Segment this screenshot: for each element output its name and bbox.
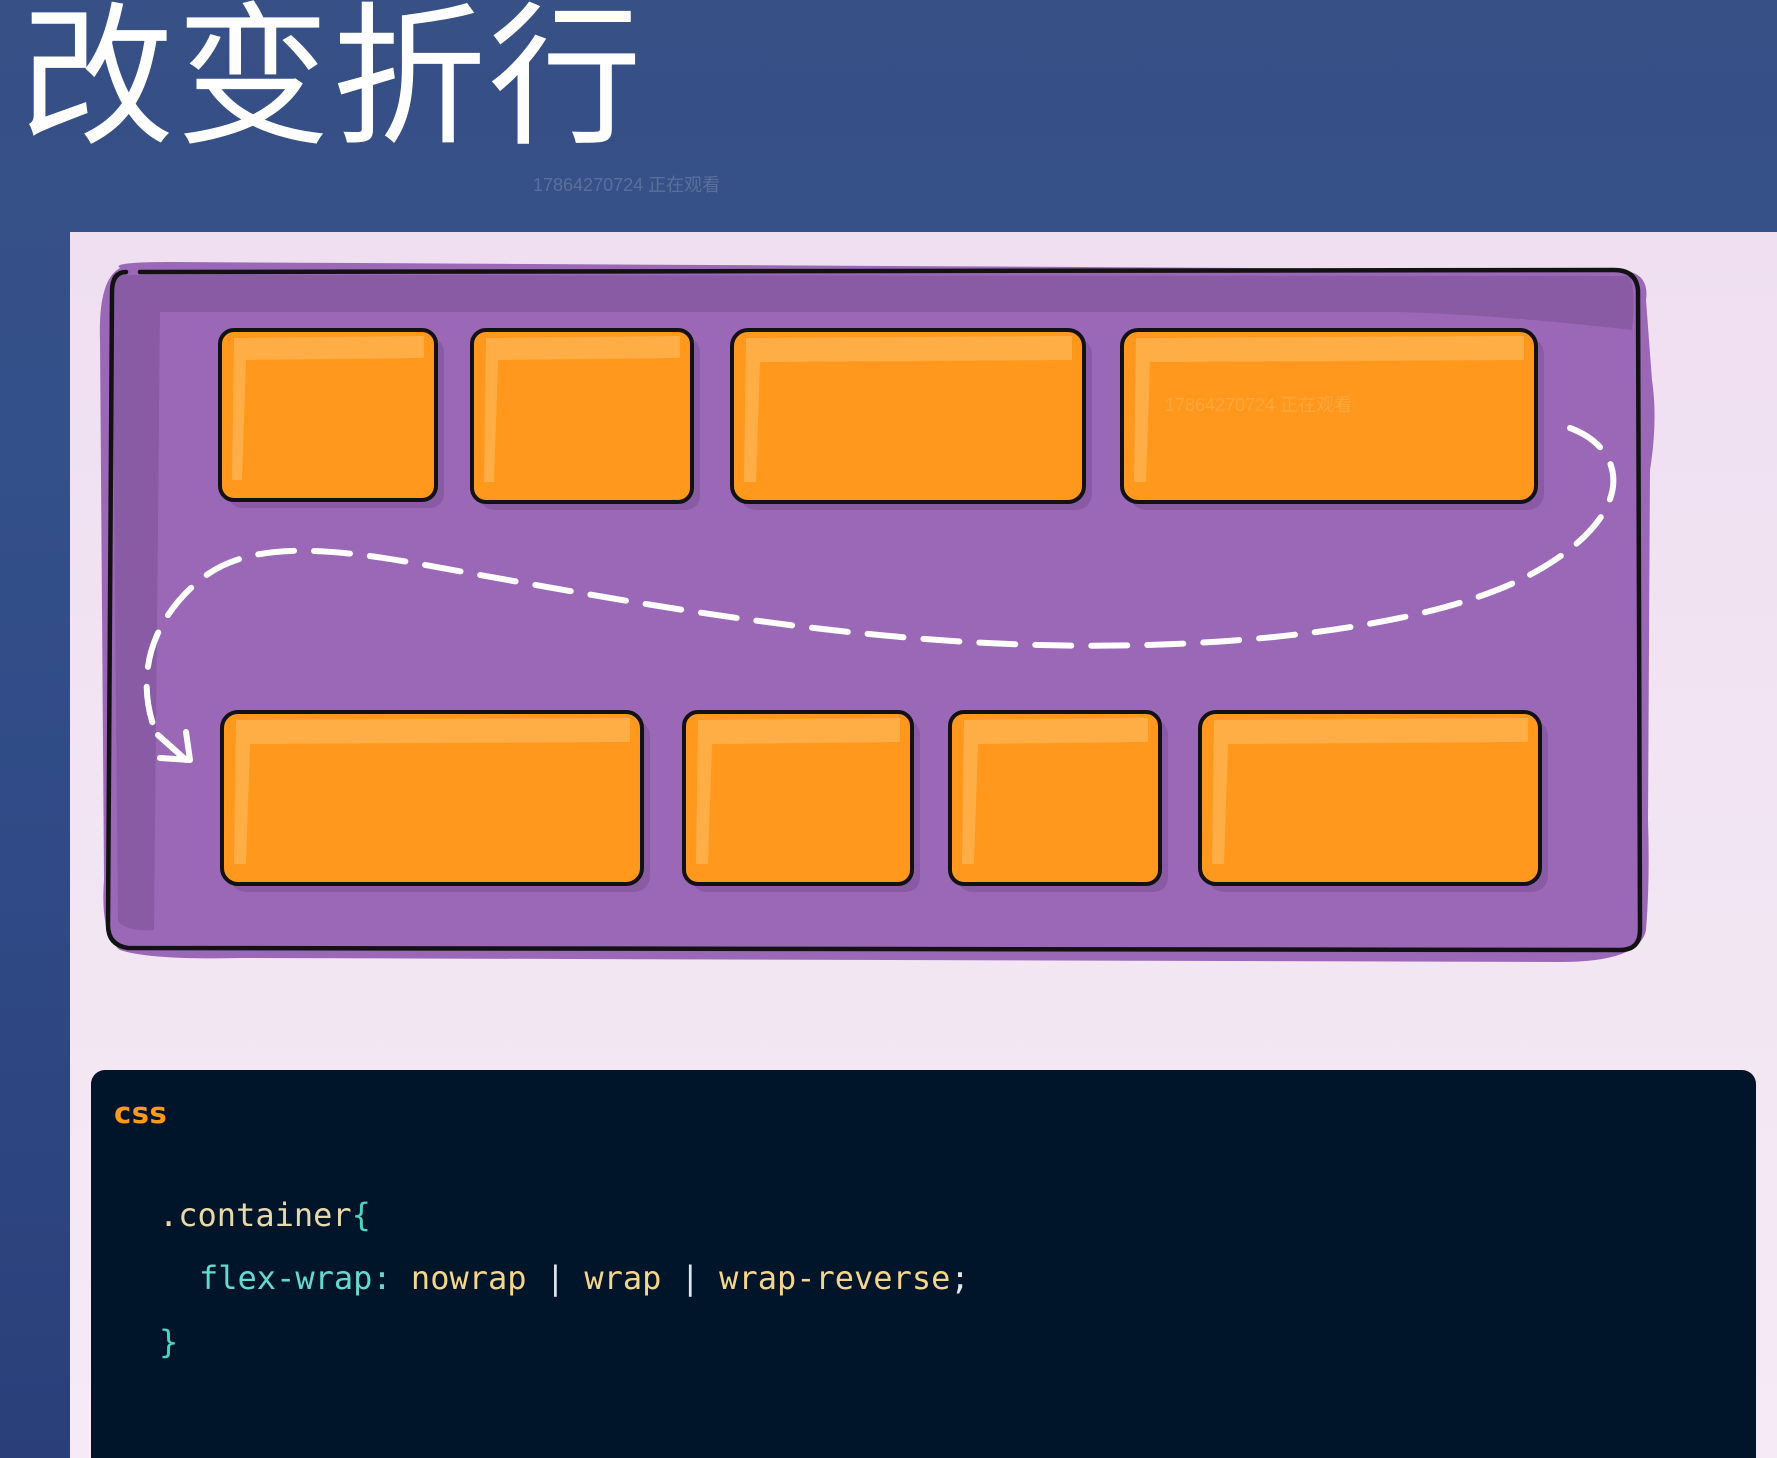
css-close-brace: } [159, 1323, 179, 1361]
flex-item [682, 710, 920, 892]
css-value: wrap-reverse [719, 1259, 951, 1297]
css-value: nowrap [410, 1259, 527, 1297]
flex-item [220, 710, 650, 892]
css-selector: .container [159, 1196, 352, 1234]
slide-title: 改变折行 [20, 0, 645, 168]
css-semicolon: ; [950, 1259, 970, 1297]
css-separator: | [680, 1259, 700, 1297]
code-block: css .container{ flex-wrap: nowrap | wrap… [91, 1070, 1756, 1458]
code-line: } [159, 1322, 178, 1362]
flex-item [1198, 710, 1548, 892]
dashed-curved-arrow-icon [143, 425, 1617, 763]
flex-item [1120, 328, 1544, 510]
css-separator: | [545, 1259, 566, 1297]
css-open-brace: { [351, 1196, 371, 1234]
css-property: flex-wrap: [199, 1259, 392, 1297]
flex-item [470, 328, 700, 510]
code-line: .container{ [159, 1195, 371, 1235]
flex-item [730, 328, 1092, 510]
flex-item [948, 710, 1168, 892]
code-line: flex-wrap: nowrap | wrap | wrap-reverse; [199, 1258, 970, 1298]
css-value: wrap [584, 1259, 662, 1297]
flex-container-outline [105, 267, 1643, 953]
code-language-label: css [114, 1096, 168, 1130]
flex-item [218, 328, 444, 508]
